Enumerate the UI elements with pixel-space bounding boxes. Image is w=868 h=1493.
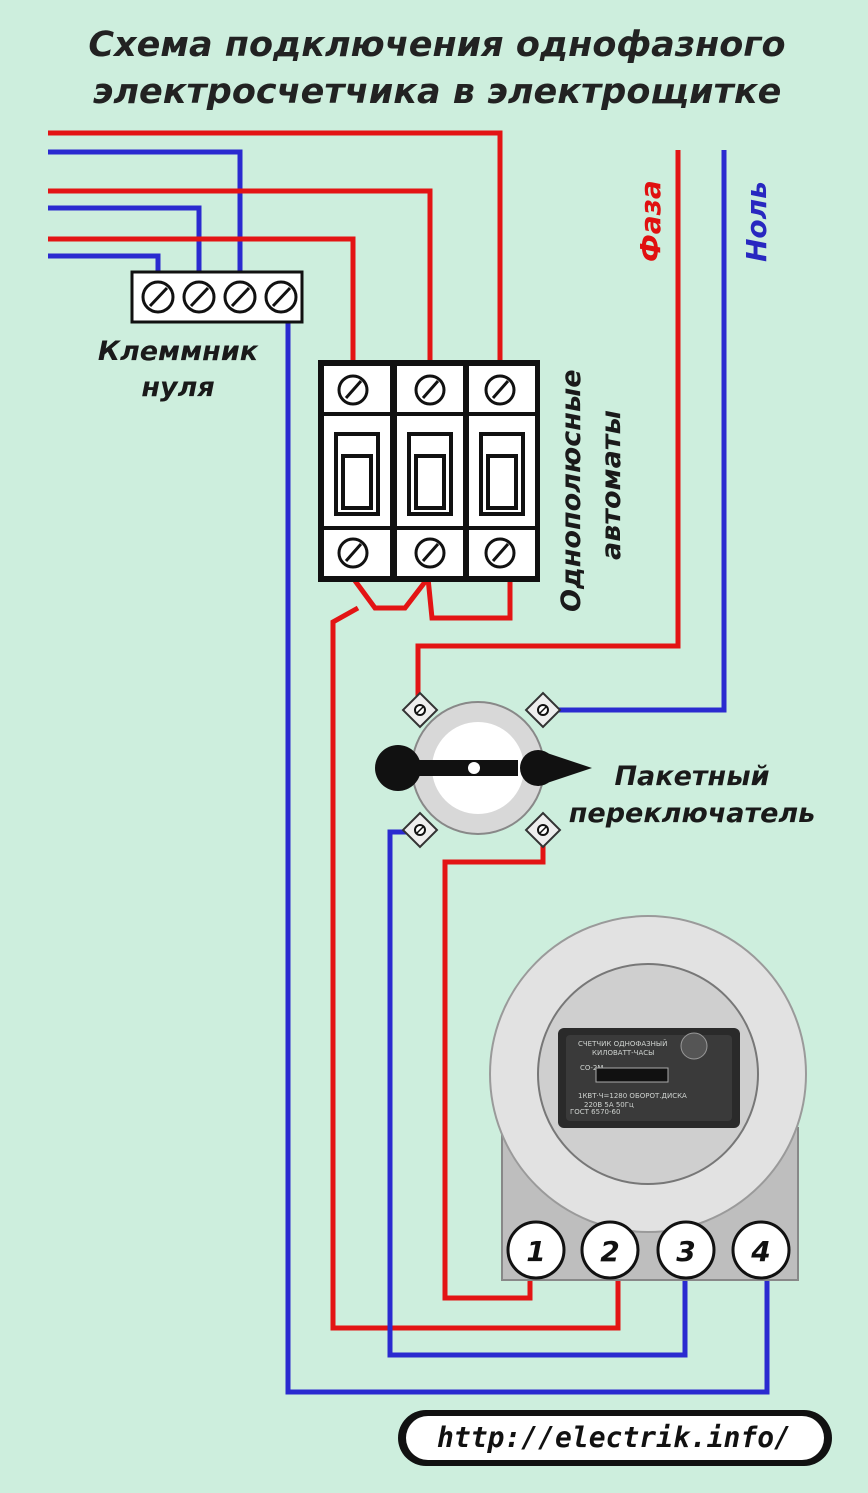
screw-terminal-icon [182,280,216,314]
title-line-2: электросчетчика в электрощитке [93,72,782,112]
circuit-breaker-1 [324,366,390,576]
screw-terminal-icon [223,280,257,314]
incoming-neutral-wire-1 [48,149,243,292]
meter-dial-text-5: 220В 5А 50Гц [584,1101,634,1109]
meter-terminal-2: 2 [580,1220,640,1280]
meter-dial-window: СЧЕТЧИК ОДНОФАЗНЫЙ КИЛОВАТТ-ЧАСЫ СО-2М 1… [558,1028,740,1128]
title-line-1: Схема подключения однофазного [88,25,785,65]
meter-dial-text-2: КИЛОВАТТ-ЧАСЫ [592,1049,654,1057]
meter-dial-text-1: СЧЕТЧИК ОДНОФАЗНЫЙ [578,1039,667,1048]
breakers-label-line-2: автоматы [596,410,627,560]
circuit-breakers [318,360,540,582]
switch-mount-ear-icon [401,811,439,849]
svg-text:1: 1 [526,1235,545,1268]
neutral-terminal-block [130,270,304,324]
url-link[interactable]: http://electrik.info/ [437,1421,791,1454]
svg-text:4: 4 [750,1235,770,1268]
svg-text:2: 2 [600,1235,619,1268]
switch-output-neutral-wire [387,829,688,1358]
meter-dial-text-6: ГОСТ 6570-60 [570,1108,620,1116]
url-badge[interactable]: http://electrik.info/ [398,1410,832,1466]
phase-feed-wire [415,150,681,710]
meter-logo-icon [680,1032,708,1060]
switch-label-line-1: Пакетный [614,761,769,792]
neutral-terminal-label-line-1: Клеммник [98,336,259,367]
switch-mount-ear-icon [524,811,562,849]
meter-terminal-3: 3 [656,1220,716,1280]
switch-mount-ear-icon [401,691,439,729]
incoming-phase-wire-1 [48,130,503,362]
switch-output-phase-wire [442,832,546,1301]
svg-text:3: 3 [676,1235,695,1268]
screw-terminal-icon [141,280,175,314]
incoming-phase-wire-3 [48,236,356,362]
meter-counter-icon [595,1067,669,1083]
breakers-label-line-1: Однополюсные [556,369,587,612]
neutral-terminal-label-line-2: нуля [141,372,214,403]
switch-mount-ear-icon [524,691,562,729]
breaker-output-bridge [350,571,513,621]
packet-switch [375,691,592,849]
screw-terminal-icon [264,280,298,314]
neutral-label: Ноль [740,181,773,262]
neutral-feed-wire [543,150,727,713]
meter-terminal-1: 1 [506,1220,566,1280]
meter-output-neutral-wire [285,292,770,1395]
meter-terminal-4: 4 [731,1220,791,1280]
phase-label: Фаза [634,180,667,262]
circuit-breaker-3 [469,366,535,576]
meter-input-phase-wire [330,605,621,1331]
incoming-phase-wire-2 [48,188,433,362]
switch-label-line-2: переключатель [569,798,816,829]
incoming-neutral-wire-2 [48,205,202,292]
circuit-breaker-2 [397,366,463,576]
meter-dial-text-3: СО-2М [580,1064,603,1072]
meter-dial-text-4: 1КВТ·Ч=1280 ОБОРОТ.ДИСКА [578,1092,687,1100]
switch-handle-icon [375,745,592,791]
electricity-meter: СЧЕТЧИК ОДНОФАЗНЫЙ КИЛОВАТТ-ЧАСЫ СО-2М 1… [489,915,807,1281]
